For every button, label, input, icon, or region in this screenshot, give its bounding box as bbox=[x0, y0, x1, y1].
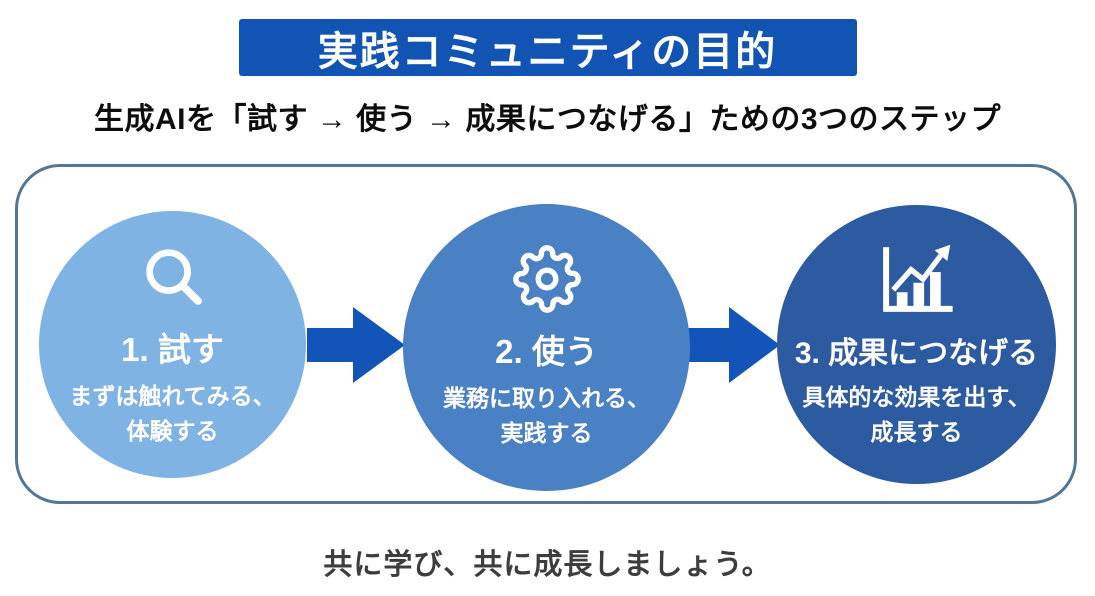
bar-chart-growth-icon bbox=[882, 244, 953, 312]
page-title: 実践コミュニティの目的 bbox=[317, 29, 778, 74]
step-1-desc-line1: まずは触れてみる、 bbox=[69, 383, 276, 409]
step-2-description: 業務に取り入れる、 実践する bbox=[443, 381, 650, 450]
arrow-right-icon bbox=[684, 307, 780, 383]
step-3-description: 具体的な効果を出す、 成長する bbox=[802, 380, 1030, 449]
title-banner: 実践コミュニティの目的 bbox=[238, 19, 857, 76]
step-2-label: 2. 使う bbox=[495, 333, 598, 370]
step-2-desc-line1: 業務に取り入れる、 bbox=[443, 385, 650, 411]
footer-message: 共に学び、共に成長しましょう。 bbox=[323, 549, 772, 581]
gear-icon bbox=[512, 245, 581, 313]
step-1-label: 1. 試す bbox=[121, 331, 224, 368]
step-3-desc-line1: 具体的な効果を出す、 bbox=[802, 384, 1031, 410]
step-2-desc-line2: 実践する bbox=[500, 419, 593, 446]
step-3-circle: 3. 成果につなげる 具体的な効果を出す、 成長する bbox=[777, 205, 1056, 484]
step-1-desc-line2: 体験する bbox=[126, 417, 219, 444]
step-1-circle: 1. 試す まずは触れてみる、 体験する bbox=[39, 211, 306, 478]
steps-frame bbox=[15, 164, 1077, 504]
step-3-label: 3. 成果につなげる bbox=[794, 337, 1039, 370]
subtitle: 生成AIを「試す → 使う → 成果につなげる」ための3つのステップ bbox=[93, 103, 1002, 136]
step-3-desc-line2: 成長する bbox=[870, 418, 963, 445]
step-1-description: まずは触れてみる、 体験する bbox=[69, 379, 275, 448]
search-icon bbox=[145, 249, 202, 305]
arrow-right-icon bbox=[307, 307, 405, 383]
step-2-circle: 2. 使う 業務に取り入れる、 実践する bbox=[403, 204, 690, 491]
